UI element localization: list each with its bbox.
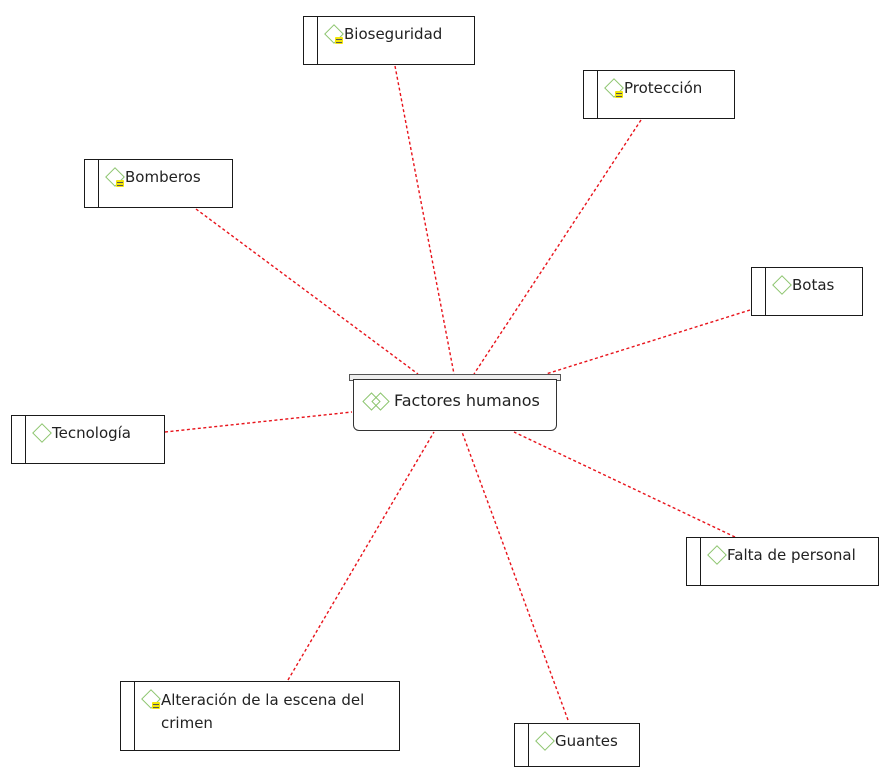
code-icon xyxy=(30,422,52,444)
node-bomberos[interactable]: Bomberos xyxy=(84,159,233,208)
code-with-comment-icon xyxy=(103,166,125,188)
node-label: Botas xyxy=(792,276,835,294)
code-icon xyxy=(533,730,555,752)
node-proteccion[interactable]: Protección xyxy=(583,70,735,119)
node-label: Falta de personal xyxy=(727,546,856,564)
center-node-label: Factores humanos xyxy=(394,391,540,410)
code-with-comment-icon xyxy=(139,688,161,710)
node-falta-de-personal[interactable]: Falta de personal xyxy=(686,537,879,586)
double-diamond-icon xyxy=(362,391,390,411)
code-icon xyxy=(770,274,792,296)
node-label: Protección xyxy=(624,79,703,97)
node-botas[interactable]: Botas xyxy=(751,267,863,316)
node-alteracion-escena-crimen[interactable]: Alteración de la escena del crimen xyxy=(120,681,400,751)
link-line xyxy=(545,309,751,375)
node-bioseguridad[interactable]: Bioseguridad xyxy=(303,16,475,65)
link-line xyxy=(513,431,736,538)
node-label: Alteración de la escena del crimen xyxy=(161,691,365,732)
node-tecnologia[interactable]: Tecnología xyxy=(11,415,165,464)
center-node[interactable]: Factores humanos xyxy=(353,379,557,431)
link-line xyxy=(287,431,435,681)
link-line xyxy=(473,119,642,375)
node-label: Bomberos xyxy=(125,168,201,186)
node-label: Bioseguridad xyxy=(344,25,443,43)
link-line xyxy=(394,65,455,375)
link-line xyxy=(461,431,569,721)
link-line xyxy=(195,208,419,375)
node-label: Tecnología xyxy=(52,424,131,442)
node-guantes[interactable]: Guantes xyxy=(514,723,640,767)
link-line xyxy=(164,411,353,433)
node-label: Guantes xyxy=(555,732,618,750)
code-with-comment-icon xyxy=(602,77,624,99)
code-icon xyxy=(705,544,727,566)
code-with-comment-icon xyxy=(322,23,344,45)
